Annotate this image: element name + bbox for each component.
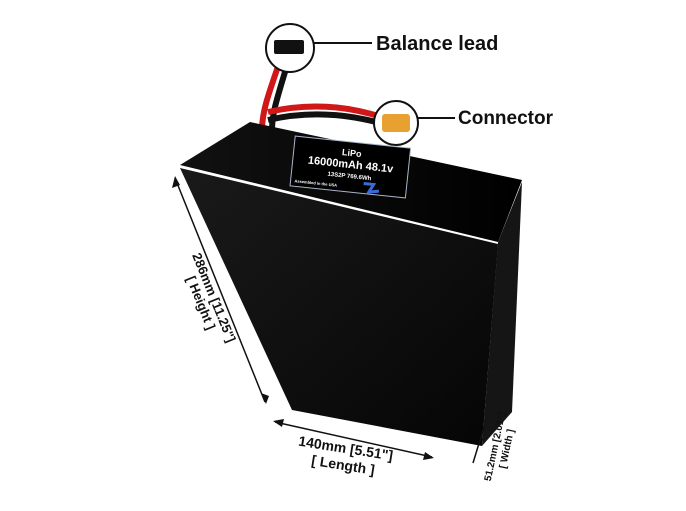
balance-lead-callout: Balance lead xyxy=(265,23,498,73)
label-assembled: Assembled in the USA xyxy=(294,178,337,187)
balance-lead-label: Balance lead xyxy=(376,33,498,55)
label-chemistry: LiPo xyxy=(342,147,363,159)
battery-front-face xyxy=(180,168,498,446)
connector-callout: Connector xyxy=(373,100,554,146)
balance-connector-icon xyxy=(274,40,304,54)
battery-label: LiPo 16000mAh 48.1v 13S2P 769.6Wh Assemb… xyxy=(289,135,412,199)
xt-connector-icon xyxy=(382,114,410,132)
battery-side-face xyxy=(482,182,522,446)
logo-icon xyxy=(363,182,380,194)
connector-label: Connector xyxy=(458,108,554,129)
label-config: 13S2P 769.6Wh xyxy=(327,172,372,183)
